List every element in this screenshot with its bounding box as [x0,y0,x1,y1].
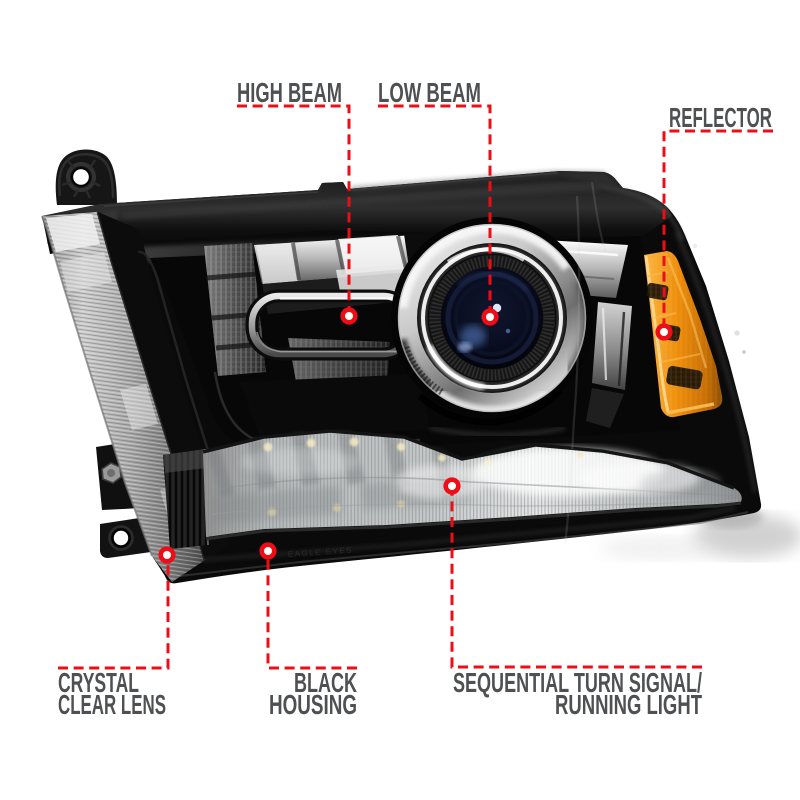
leader-line-reflector [662,129,773,332]
leader-line-black-housing [266,551,357,670]
callout-high-beam: HIGH BEAM [237,77,358,325]
leader-line-crystal-clear-lens [58,555,170,670]
led-chips [263,437,583,517]
label-crystal-line2: CLEAR LENS [58,689,166,720]
marker-dot-inner-crystal-clear-lens [163,551,171,559]
callout-reflector: REFLECTOR [655,102,773,341]
marker-dot-inner-black-housing [264,547,272,555]
marker-dot-inner-high-beam [345,312,353,320]
callout-turn-signal: SEQUENTIAL TURN SIGNAL/ RUNNING LIGHT [443,477,702,720]
callout-low-beam: LOW BEAM [378,77,499,326]
label-turn-signal-line2: RUNNING LIGHT [555,689,702,720]
leader-line-turn-signal [450,486,702,669]
label-black-housing-line2: HOUSING [269,689,357,720]
led-strip [163,429,742,549]
marker-dot-inner-turn-signal [448,482,456,490]
label-black-housing-line1: BLACK [294,667,357,698]
label-high-beam: HIGH BEAM [237,77,342,108]
label-reflector: REFLECTOR [669,102,772,133]
high-beam-reflector [204,232,446,438]
bottom-lip: EAGLE EYES [179,506,749,577]
top-mounting-tab [55,149,117,205]
label-low-beam: LOW BEAM [378,77,481,108]
callout-black-housing: BLACK HOUSING [259,542,357,720]
leader-line-high-beam [237,104,351,316]
right-edge-glints [674,231,757,493]
marker-dot-inner-reflector [660,328,668,336]
callout-crystal-clear-lens: CRYSTAL CLEAR LENS [58,546,176,720]
lens-seam [563,181,607,545]
leader-line-low-beam [378,104,492,317]
marker-dot-inner-low-beam [486,313,494,321]
label-crystal-line1: CRYSTAL [58,667,139,698]
label-turn-signal-line1: SEQUENTIAL TURN SIGNAL/ [453,667,702,698]
